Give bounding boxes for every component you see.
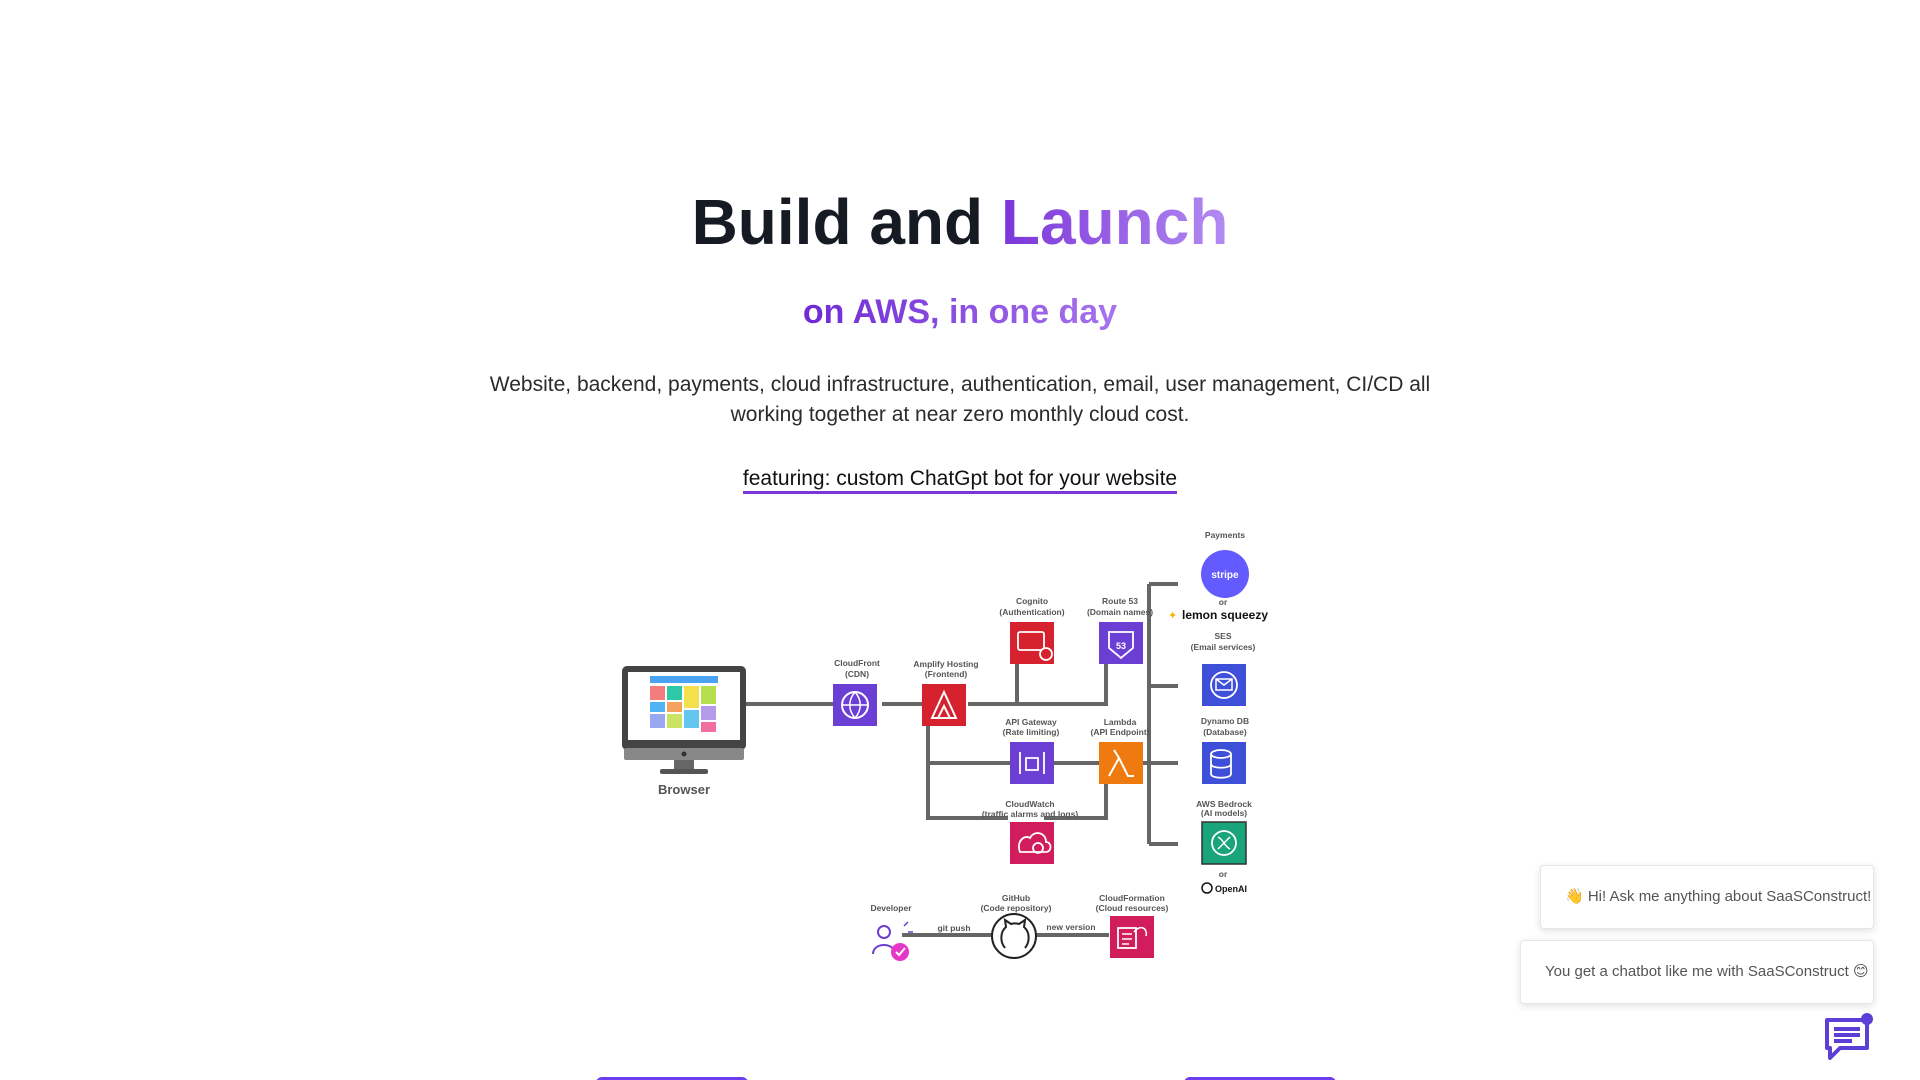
lambda-name: Lambda xyxy=(1104,717,1137,727)
cloudformation-name: CloudFormation xyxy=(1099,893,1165,903)
browser-label: Browser xyxy=(658,782,710,797)
openai-logo: OpenAI xyxy=(1215,884,1247,894)
bedrock-name: AWS Bedrock xyxy=(1196,799,1252,809)
cloudwatch-name: CloudWatch xyxy=(1005,799,1054,809)
bedrock-role: (AI models) xyxy=(1201,808,1247,818)
svg-text:53: 53 xyxy=(1116,641,1126,651)
page-subtitle: on AWS, in one day xyxy=(0,290,1920,334)
cloudfront-name: CloudFront xyxy=(834,658,880,668)
payments-label: Payments xyxy=(1205,530,1245,540)
cloudfront-role: (CDN) xyxy=(845,669,869,679)
architecture-diagram: Browser CloudFront (CDN) Amplify Hosting… xyxy=(620,522,1280,992)
cloudwatch-icon xyxy=(1010,822,1054,864)
chat-message-1[interactable]: 👋 Hi! Ask me anything about SaaSConstruc… xyxy=(1540,865,1874,929)
lambda-role: (API Endpoint) xyxy=(1090,727,1149,737)
cta-button-left[interactable] xyxy=(596,1077,748,1080)
title-plain: Build and xyxy=(691,186,984,258)
cognito-role: (Authentication) xyxy=(999,607,1064,617)
featuring-line: featuring: custom ChatGpt bot for your w… xyxy=(0,464,1920,494)
developer-label: Developer xyxy=(870,903,912,913)
or-label-1: or xyxy=(1219,597,1228,607)
api-gateway-icon xyxy=(1010,742,1054,784)
or-label-2: or xyxy=(1219,869,1228,879)
api-gateway-role: (Rate limiting) xyxy=(1003,727,1060,737)
featuring-chatgpt-link[interactable]: featuring: custom ChatGpt bot for your w… xyxy=(742,467,1178,494)
hero-description: Website, backend, payments, cloud infras… xyxy=(489,373,1431,426)
stripe-logo xyxy=(1201,550,1249,598)
openai-icon xyxy=(1201,882,1213,894)
amplify-role: (Frontend) xyxy=(925,669,968,679)
chat-message-2[interactable]: You get a chatbot like me with SaaSConst… xyxy=(1520,940,1874,1004)
ses-name: SES xyxy=(1214,631,1231,641)
chat-launcher-button[interactable] xyxy=(1822,1012,1874,1064)
stripe-text: stripe xyxy=(1211,570,1239,581)
ses-role: (Email services) xyxy=(1191,642,1256,652)
github-role: (Code repository) xyxy=(981,903,1052,913)
dynamodb-name: Dynamo DB xyxy=(1201,716,1249,726)
chat-icon xyxy=(1825,1013,1873,1060)
subtitle-text: on AWS, in one day xyxy=(802,293,1118,331)
git-push-label: git push xyxy=(937,923,970,933)
amplify-name: Amplify Hosting xyxy=(913,659,978,669)
api-gateway-name: API Gateway xyxy=(1005,717,1057,727)
developer-icon xyxy=(872,921,913,961)
route53-role: (Domain names) xyxy=(1087,607,1153,617)
browser-monitor-icon xyxy=(622,666,746,774)
cloudformation-icon xyxy=(1110,916,1154,958)
new-version-label: new version xyxy=(1046,922,1095,932)
dynamodb-role: (Database) xyxy=(1203,727,1247,737)
bedrock-icon xyxy=(1201,821,1247,865)
architecture-svg: Browser CloudFront (CDN) Amplify Hosting… xyxy=(622,530,1268,961)
title-accent: Launch xyxy=(1000,186,1229,258)
cloudwatch-role: (traffic alarms and logs) xyxy=(982,809,1079,819)
page-title: Build and Launch xyxy=(0,182,1920,262)
github-name: GitHub xyxy=(1002,893,1030,903)
lemonsqueezy-logo: lemon squeezy xyxy=(1182,608,1268,622)
cognito-name: Cognito xyxy=(1016,596,1048,606)
cloudformation-role: (Cloud resources) xyxy=(1096,903,1169,913)
cta-button-right[interactable] xyxy=(1184,1077,1336,1080)
connection-lines xyxy=(740,582,1178,937)
route53-name: Route 53 xyxy=(1102,596,1138,606)
lemon-icon: ✦ xyxy=(1168,610,1177,622)
